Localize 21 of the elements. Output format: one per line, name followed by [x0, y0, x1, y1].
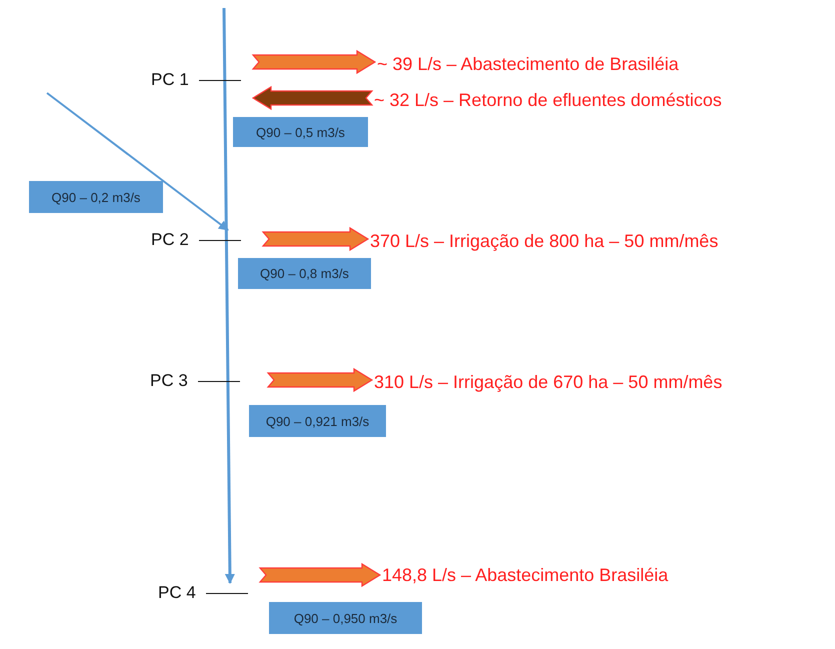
- flow-description: 310 L/s – Irrigação de 670 ha – 50 mm/mês: [372, 371, 722, 393]
- flow-description: 148,8 L/s – Abastecimento Brasiléia: [380, 564, 668, 586]
- flow-rate-box: Q90 – 0,950 m3/s: [269, 602, 422, 634]
- river-line: [222, 8, 235, 584]
- point-label: PC 2: [151, 230, 189, 250]
- flow-description: ~ 32 L/s – Retorno de efluentes domésticos: [372, 89, 722, 111]
- flow-rate-box: Q90 – 0,2 m3/s: [29, 181, 163, 213]
- point-label: PC 1: [151, 70, 189, 90]
- block-arrow: [262, 226, 370, 252]
- flow-rate-box: Q90 – 0,5 m3/s: [233, 117, 368, 147]
- river-line: [46, 92, 229, 231]
- flow-description: 370 L/s – Irrigação de 800 ha – 50 mm/mês: [368, 230, 718, 252]
- point-label: PC 3: [150, 371, 188, 391]
- flow-rate-box: Q90 – 0,8 m3/s: [238, 258, 371, 289]
- block-arrow: [258, 562, 382, 588]
- flow-rate-box: Q90 – 0,921 m3/s: [249, 405, 386, 437]
- block-arrow: [252, 86, 374, 110]
- block-arrow: [266, 368, 374, 392]
- point-label: PC 4: [158, 583, 196, 603]
- flow-description: ~ 39 L/s – Abastecimento de Brasiléia: [375, 53, 679, 75]
- block-arrow: [252, 50, 376, 74]
